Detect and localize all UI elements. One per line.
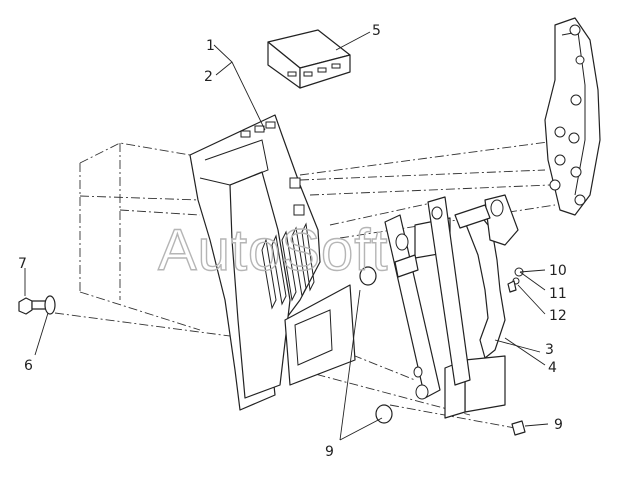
callout-labels: 1 2 5 7 6 9 9 10 11 12 3 4 (18, 23, 567, 460)
callout-12: 12 (549, 308, 567, 324)
callout-3: 3 (545, 342, 554, 358)
bolt-7-washer-6 (18, 295, 56, 315)
callout-6: 6 (24, 358, 33, 374)
pedal-bracket (384, 196, 471, 400)
leader-lines (24, 31, 549, 441)
callout-1: 1 (206, 38, 215, 54)
callout-11: 11 (549, 286, 567, 302)
fasteners-10-11-12 (507, 267, 524, 293)
pedal-arm-parts-3-4 (454, 194, 519, 359)
support-arm (544, 17, 601, 216)
callout-2: 2 (204, 69, 213, 85)
watermark-text: AutoSoft (158, 218, 388, 283)
grommets-9 (359, 266, 526, 436)
callout-9-left: 9 (325, 444, 334, 460)
callout-7: 7 (18, 256, 27, 272)
callout-9-right: 9 (554, 417, 563, 433)
callout-10: 10 (549, 263, 567, 279)
callout-4: 4 (548, 360, 557, 376)
callout-5: 5 (372, 23, 381, 39)
trim-panel-parts-1-2 (189, 114, 356, 411)
clip-part-5 (267, 29, 351, 89)
